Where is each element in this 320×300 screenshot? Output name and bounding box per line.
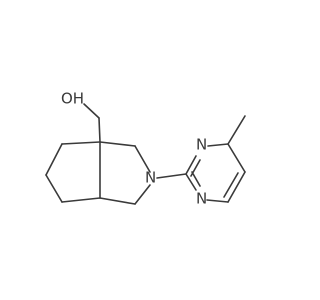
bond-cp-2 [45, 143, 63, 176]
bond-ch2-quaternary [98, 117, 101, 143]
bond-c4-c5 [227, 143, 246, 173]
atom-labels: OH N N N [61, 90, 207, 208]
atom-label-ring-nitrogen: N [145, 169, 156, 187]
bond-n1-c2 [185, 173, 197, 191]
bond-cp-1 [61, 141, 101, 145]
bond-n3-c4 [207, 143, 229, 147]
bond-n-ch2b [134, 184, 151, 205]
bond-c2-n3 [185, 155, 197, 175]
molecule-structure: OH N N N [45, 90, 246, 208]
bond-ch2b-ch [99, 197, 136, 205]
bond-c6-n1 [206, 199, 229, 203]
bond-cp-4 [61, 197, 101, 203]
bond-cp-3 [45, 174, 63, 203]
atom-label-pyrimidine-n-lower: N [196, 190, 207, 208]
bond-methyl [227, 115, 246, 145]
bond-oh-ch2 [83, 103, 100, 119]
bond-n1-c2-inner [191, 171, 201, 187]
bonds [45, 103, 246, 205]
bond-quaternary-ch2a [99, 141, 136, 147]
atom-label-hydroxyl: OH [61, 90, 84, 108]
bond-ch2a-n [134, 145, 151, 173]
bond-c5-c6-inner [223, 172, 239, 198]
bond-n-pyrimidine [156, 173, 187, 179]
bond-c5-c6 [227, 171, 246, 203]
atom-label-pyrimidine-n-upper: N [196, 136, 207, 154]
